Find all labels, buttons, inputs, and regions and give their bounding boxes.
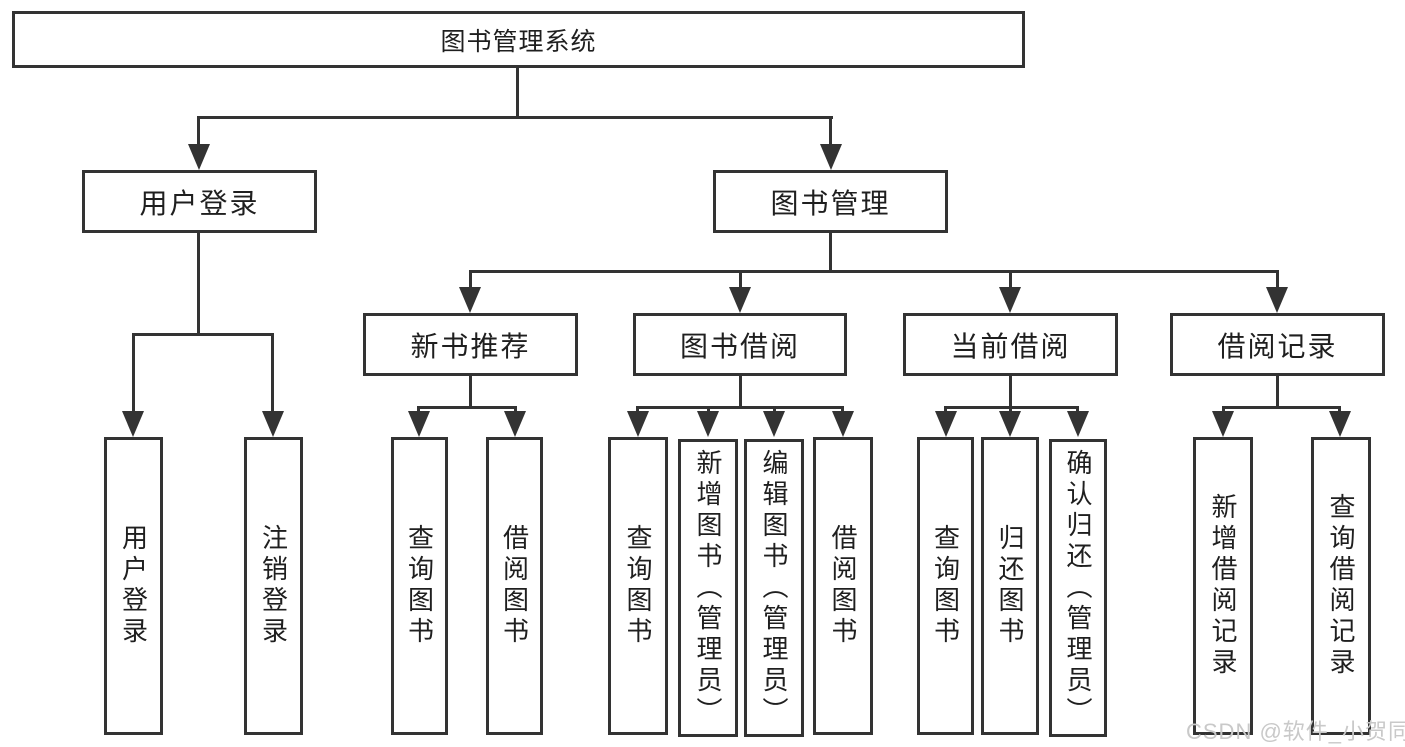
connector-line [197, 116, 833, 119]
connector-line [516, 66, 519, 119]
connector-line [271, 333, 274, 413]
arrow-down-icon [999, 411, 1021, 437]
node-label: 确认归还（管理员） [1063, 448, 1093, 728]
leaf-current-return: 归还图书 [981, 437, 1039, 735]
leaf-borrow-borrow: 借阅图书 [813, 437, 873, 735]
node-root-library-system: 图书管理系统 [12, 11, 1025, 68]
node-label: 新书推荐 [410, 330, 531, 362]
leaf-user-login: 用户登录 [104, 437, 163, 735]
connector-line [1338, 406, 1341, 414]
connector-line [469, 270, 1279, 273]
leaf-borrow-query: 查询图书 [608, 437, 668, 735]
csdn-watermark: CSDN @软件_小贺同学 [1186, 719, 1405, 744]
arrow-down-icon [1329, 411, 1351, 437]
connector-line [773, 406, 776, 414]
arrow-down-icon [188, 144, 210, 170]
node-label: 归还图书 [995, 524, 1025, 648]
connector-line [132, 333, 274, 336]
arrow-down-icon [935, 411, 957, 437]
leaf-newbook-query: 查询图书 [391, 437, 448, 735]
node-label: 当前借阅 [950, 330, 1071, 362]
node-label: 图书借阅 [679, 330, 800, 362]
connector-line [1276, 374, 1279, 409]
arrow-down-icon [459, 287, 481, 313]
node-book-management-branch: 图书管理 [713, 170, 948, 233]
connector-line [829, 116, 832, 146]
arrow-down-icon [999, 287, 1021, 313]
connector-line [197, 116, 200, 146]
node-label: 图书管理 [770, 187, 891, 219]
connector-line [636, 406, 844, 409]
node-label: 编辑图书（管理员） [759, 448, 789, 728]
leaf-borrow-edit-admin: 编辑图书（管理员） [744, 439, 804, 737]
arrow-down-icon [832, 411, 854, 437]
connector-line [1222, 406, 1225, 414]
node-label: 查询借阅记录 [1326, 493, 1356, 679]
node-borrow-records: 借阅记录 [1170, 313, 1385, 376]
node-label: 新增借阅记录 [1208, 493, 1238, 679]
connector-line [514, 406, 517, 414]
arrow-down-icon [1266, 287, 1288, 313]
arrow-down-icon [820, 144, 842, 170]
connector-line [707, 406, 710, 414]
node-new-book-recommend: 新书推荐 [363, 313, 578, 376]
connector-line [841, 406, 844, 414]
leaf-records-add: 新增借阅记录 [1193, 437, 1253, 735]
node-label: 注销登录 [258, 524, 289, 648]
connector-line [1009, 270, 1012, 289]
leaf-logout: 注销登录 [244, 437, 303, 735]
node-label: 借阅记录 [1217, 330, 1338, 362]
connector-line [197, 231, 200, 335]
node-book-borrow: 图书借阅 [633, 313, 847, 376]
connector-line [469, 374, 472, 409]
node-label: 查询图书 [930, 524, 961, 648]
leaf-newbook-borrow: 借阅图书 [486, 437, 543, 735]
connector-line [1009, 374, 1012, 409]
node-label: 查询图书 [404, 524, 435, 648]
node-label: 借阅图书 [499, 524, 530, 648]
connector-line [469, 270, 472, 289]
leaf-current-query: 查询图书 [917, 437, 974, 735]
node-label: 查询图书 [623, 524, 653, 648]
connector-line [829, 231, 832, 273]
node-label: 用户登录 [118, 524, 149, 648]
arrow-down-icon [122, 411, 144, 437]
arrow-down-icon [729, 287, 751, 313]
arrow-down-icon [504, 411, 526, 437]
connector-line [417, 406, 420, 414]
arrow-down-icon [627, 411, 649, 437]
connector-line [636, 406, 639, 414]
connector-line [944, 406, 947, 414]
arrow-down-icon [1067, 411, 1089, 437]
node-current-borrow: 当前借阅 [903, 313, 1118, 376]
connector-line [1276, 270, 1279, 289]
leaf-records-query: 查询借阅记录 [1311, 437, 1371, 735]
connector-line [739, 270, 742, 289]
node-label: 新增图书（管理员） [693, 448, 723, 728]
connector-line [1076, 406, 1079, 414]
arrow-down-icon [697, 411, 719, 437]
node-user-login-branch: 用户登录 [82, 170, 317, 233]
node-label: 用户登录 [139, 187, 260, 219]
arrow-down-icon [408, 411, 430, 437]
connector-line [739, 374, 742, 409]
leaf-current-confirm-return-admin: 确认归还（管理员） [1049, 439, 1107, 737]
arrow-down-icon [1212, 411, 1234, 437]
node-label: 图书管理系统 [440, 27, 597, 56]
connector-line [417, 406, 517, 409]
connector-line [1222, 406, 1341, 409]
connector-line [1009, 406, 1012, 414]
leaf-borrow-add-admin: 新增图书（管理员） [678, 439, 738, 737]
connector-line [132, 333, 135, 413]
arrow-down-icon [262, 411, 284, 437]
arrow-down-icon [763, 411, 785, 437]
node-label: 借阅图书 [828, 524, 858, 648]
